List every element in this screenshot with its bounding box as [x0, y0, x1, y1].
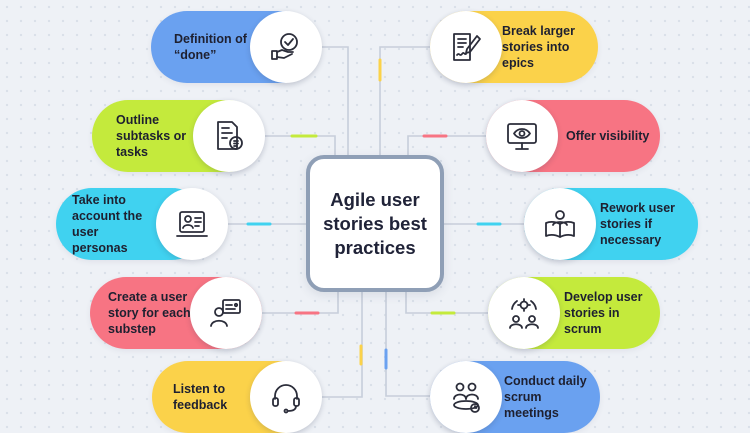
practice-label: Conduct daily scrum meetings [504, 374, 587, 420]
practice-icon-circle [524, 188, 596, 260]
practice-icon-circle [250, 11, 322, 83]
practice-label: Listen to feedback [173, 382, 228, 412]
practice-icon-circle [250, 361, 322, 433]
task-list-document-icon [217, 121, 243, 150]
connector-right-4 [405, 292, 488, 314]
practice-label: Rework user stories if necessary [600, 201, 676, 247]
practice-label: Take into account the user personas [72, 193, 143, 255]
checkmark-badge-icon [271, 33, 298, 60]
connector-right-1 [379, 46, 430, 155]
user-reading-book-icon [545, 210, 575, 238]
practice-label: Break larger stories into epics [502, 24, 575, 70]
connector-right-2 [407, 135, 486, 158]
practice-icon-circle [430, 361, 502, 433]
connector-right-5 [385, 292, 430, 397]
headset-icon [272, 384, 300, 414]
monitor-eye-icon [507, 123, 537, 150]
practice-icon-circle [190, 277, 262, 349]
practice-icon-circle [156, 188, 228, 260]
document-signature-icon [453, 33, 481, 61]
user-presentation-icon [210, 299, 241, 327]
central-topic-title: Agile user stories best practices [323, 188, 427, 258]
practice-icon-circle [486, 100, 558, 172]
practice-label: Outline subtasks or tasks [116, 113, 187, 159]
practice-icon-circle [193, 100, 265, 172]
practice-icon-circle [430, 11, 502, 83]
meeting-group-icon [453, 382, 480, 413]
practice-label: Develop user stories in scrum [564, 290, 643, 336]
central-topic-box: Agile user stories best practices [306, 155, 444, 292]
connector-left-1 [320, 46, 349, 155]
practice-icon-circle [488, 277, 560, 349]
user-persona-profile-icon [176, 211, 208, 237]
team-gear-cycle-icon [509, 298, 539, 329]
connector-left-2 [265, 135, 336, 160]
connector-left-5 [320, 292, 363, 398]
practice-label: Create a user story for each substep [108, 290, 191, 336]
practice-label: Definition of “done” [174, 32, 247, 62]
practice-label: Offer visibility [566, 129, 650, 143]
connector-left-4 [262, 292, 339, 314]
